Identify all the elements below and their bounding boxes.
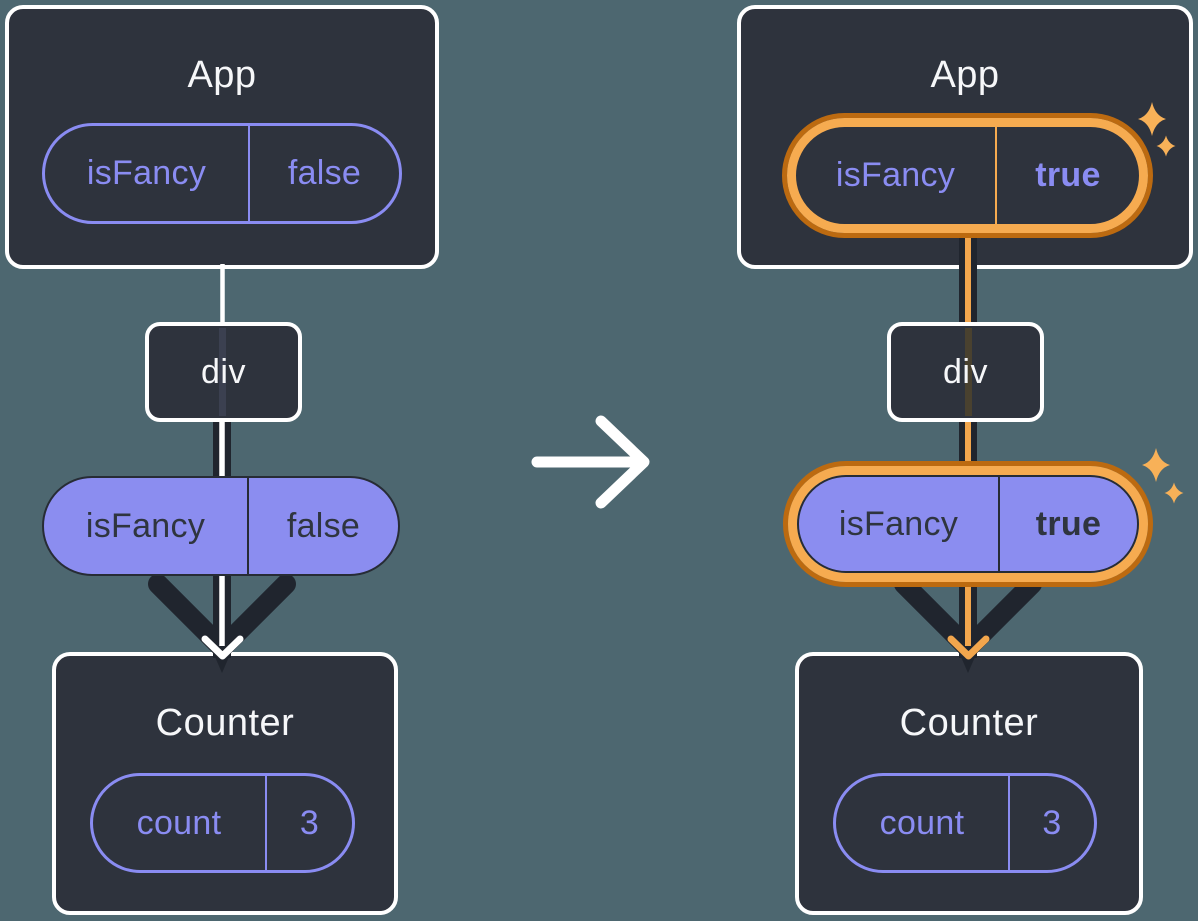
- pill-divider: [998, 477, 1000, 571]
- state-name: count: [879, 803, 965, 842]
- state-pill-left-counter: count 3: [90, 773, 355, 873]
- connector-through-stripe: [218, 328, 226, 416]
- div-label: div: [943, 352, 988, 391]
- state-value: 3: [1042, 803, 1062, 842]
- state-name: isFancy: [86, 154, 207, 192]
- pill-divider: [248, 126, 250, 221]
- state-pill-right-app-highlighted: isFancy true: [782, 113, 1153, 238]
- state-pill-right-counter: count 3: [833, 773, 1097, 873]
- transition-arrow-icon: [531, 415, 650, 509]
- prop-flow-arrow-right: [894, 228, 1042, 673]
- state-value: true: [1035, 156, 1101, 194]
- div-label: div: [201, 352, 246, 391]
- sparkle-icon: [1142, 448, 1184, 504]
- counter-title-left: Counter: [155, 701, 295, 744]
- prop-value: true: [1035, 504, 1102, 543]
- state-value: false: [287, 154, 362, 192]
- app-title-left: App: [187, 53, 257, 96]
- div-node-right: div: [887, 322, 1044, 422]
- counter-title-right: Counter: [899, 701, 1039, 744]
- prop-pill-left: isFancy false: [42, 476, 400, 576]
- pill-divider: [265, 776, 267, 870]
- pill-divider: [247, 478, 249, 574]
- prop-value: false: [286, 506, 361, 545]
- pill-divider: [995, 127, 997, 224]
- app-title-right: App: [930, 53, 1000, 96]
- pill-divider: [1008, 776, 1010, 870]
- state-value: 3: [299, 803, 320, 842]
- prop-name: isFancy: [85, 506, 206, 545]
- prop-name: isFancy: [838, 504, 959, 543]
- prop-pill-right-highlighted: isFancy true: [783, 461, 1153, 587]
- state-pill-left-app: isFancy false: [42, 123, 402, 224]
- state-name: count: [136, 803, 222, 842]
- div-node-left: div: [145, 322, 302, 422]
- connector-through-stripe: [964, 328, 972, 416]
- sparkle-icon: [1138, 102, 1176, 157]
- state-name: isFancy: [835, 156, 956, 194]
